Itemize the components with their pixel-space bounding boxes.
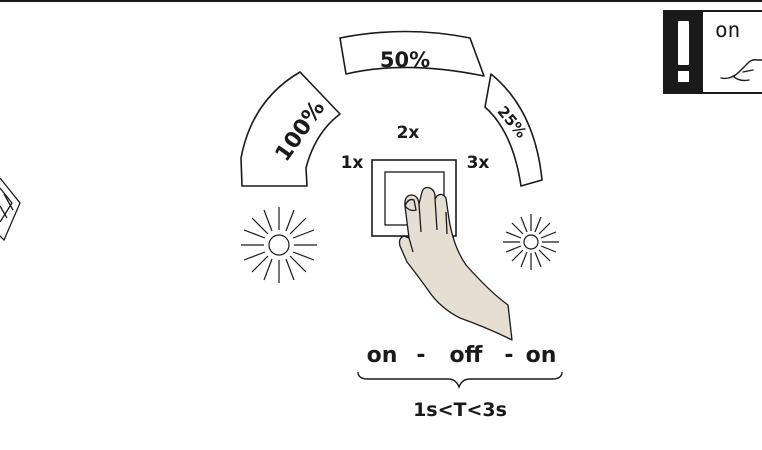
warning-note-text: on [715,18,740,42]
lamp-bright-icon [241,207,317,283]
exclamation-icon [665,12,703,92]
press-count-3x: 3x [467,153,490,173]
press-count-2x: 2x [397,123,420,143]
sequence-separator-2: - [504,343,513,368]
warning-note-box: on [663,10,762,94]
wall-device-edge-icon [0,178,20,240]
sequence-step-off: off [450,343,484,368]
level-label-50: 50% [380,48,430,72]
sequence-separator-1: - [416,343,425,368]
sequence-step-on-1: on [367,343,398,368]
sequence-step-on-2: on [526,343,557,368]
pointing-hand-icon [719,50,762,90]
lamp-dim-icon [503,214,559,270]
timing-constraint: 1s<T<3s [413,399,507,421]
press-count-1x: 1x [341,153,364,173]
underbrace [358,372,562,387]
